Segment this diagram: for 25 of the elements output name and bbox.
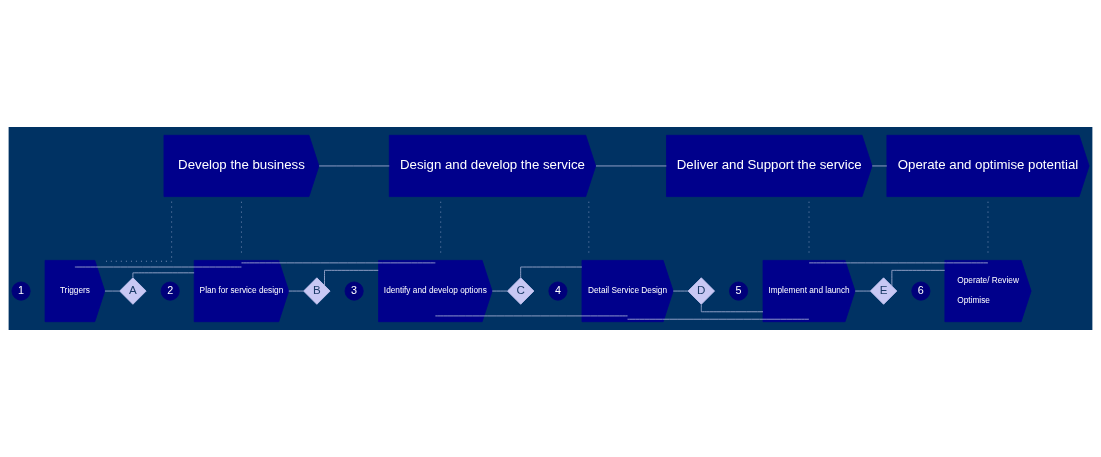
connector [627, 318, 810, 320]
connector [434, 315, 628, 317]
node-circle: 4 [548, 281, 568, 301]
connector [891, 269, 946, 287]
connector [520, 266, 583, 279]
connector [104, 290, 120, 292]
node-diamond: D [687, 277, 715, 305]
node-circle: 6 [911, 281, 931, 301]
connector [854, 290, 871, 292]
node-diamond: E [869, 277, 898, 305]
node-circle: 5 [729, 281, 749, 301]
node-circle: 2 [160, 281, 180, 301]
connector [288, 290, 304, 292]
node-diamond: A [119, 277, 147, 305]
connector [808, 262, 989, 264]
connector [241, 262, 436, 264]
connector [491, 290, 508, 292]
connector [324, 269, 379, 286]
connector [672, 290, 689, 292]
node-circle: 3 [344, 281, 364, 301]
node-diamond: C [507, 277, 535, 305]
connector [700, 304, 764, 313]
node-circle: 1 [11, 281, 31, 301]
connector [132, 272, 195, 278]
node-diamond: B [303, 277, 331, 305]
